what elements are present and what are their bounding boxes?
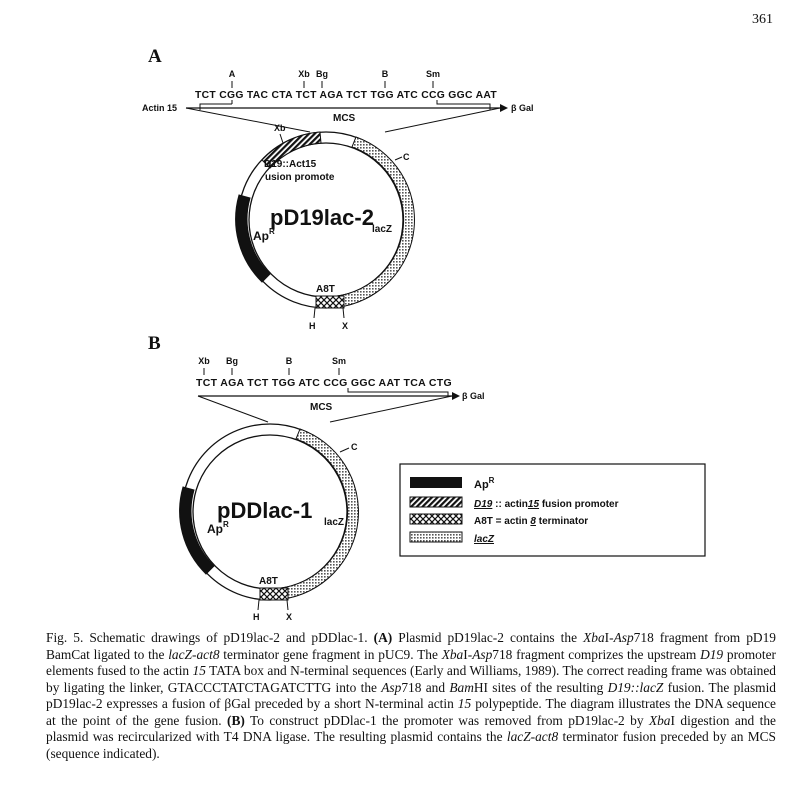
legend-swatch-apr [410, 477, 462, 488]
promoter-label-line1: D19::Act15 [264, 159, 317, 170]
plasmid-subscript-b: lacZ [324, 517, 344, 528]
legend-swatch-a8t [409, 513, 463, 525]
plasmid-subscript-a: lacZ [372, 224, 392, 235]
bgal-label-a: β Gal [511, 103, 534, 113]
plasmid-name-b: pDDlac-1 [217, 498, 312, 523]
site-label-b: B [382, 69, 389, 79]
plasmid-name-a: pD19lac-2 [270, 205, 374, 230]
arrowhead-b [452, 392, 460, 400]
mcs-label-a: MCS [333, 113, 356, 124]
site-label-bg-b: Bg [226, 356, 238, 366]
xb-tick-a [279, 133, 284, 144]
x-label-a: X [342, 321, 348, 331]
figure-caption: Fig. 5. Schematic drawings of pD19lac-2 … [46, 630, 777, 761]
mcs-right-line-a [384, 107, 501, 133]
site-label-b-b: B [286, 356, 293, 366]
site-ticks-b [203, 368, 340, 375]
arrowhead-a [500, 104, 508, 112]
x-label-b: X [286, 612, 292, 622]
h-label-b: H [253, 612, 260, 622]
promoter-segment-a [261, 131, 322, 169]
site-label-sm-b: Sm [332, 356, 346, 366]
mcs-label-b: MCS [310, 402, 333, 413]
sequence-a: TCT CGG TAC CTA TCT AGA TCT TGG ATC CCG … [195, 90, 497, 101]
site-label-bg: Bg [316, 69, 328, 79]
c-tick-b [339, 447, 350, 453]
panel-b-label: B [148, 333, 161, 354]
h-tick-b [257, 599, 260, 611]
site-label-xb: Xb [298, 69, 310, 79]
site-label-a: A [229, 69, 236, 79]
panel-a: A A Xb Bg B Sm TCT CGG TAC CTA TCT AGA T… [142, 46, 534, 331]
mcs-left-line-b [197, 395, 269, 423]
actin15-label: Actin 15 [142, 103, 177, 113]
legend-promoter-label: D19 :: actin15 fusion promoter [474, 499, 619, 510]
legend-lacz-label: lacZ [474, 534, 495, 545]
site-label-xb-b: Xb [198, 356, 210, 366]
h-tick-a [313, 307, 316, 319]
apr-label-a: ApR [253, 227, 275, 243]
bracket-right-a [436, 100, 491, 110]
site-ticks-a [231, 81, 434, 88]
panel-a-label: A [148, 46, 162, 67]
legend-a8t-label: A8T = actin 8 terminator [474, 516, 588, 527]
x-tick-b [286, 599, 289, 611]
bracket-right-b [347, 388, 449, 396]
site-label-sm: Sm [426, 69, 440, 79]
a8t-segment-a [315, 295, 345, 309]
bgal-label-b: β Gal [462, 391, 485, 401]
c-label-a: C [403, 152, 410, 162]
apr-segment-a [235, 194, 271, 283]
legend-swatch-promoter [409, 496, 463, 508]
promoter-label-line2: usion promote [265, 172, 335, 183]
page-number: 361 [752, 12, 773, 27]
apr-segment-b [179, 486, 215, 575]
apr-label-b: ApR [207, 520, 229, 536]
mcs-left-line-a [185, 107, 311, 133]
sequence-b: TCT AGA TCT TGG ATC CCG GGC AAT TCA CTG [196, 378, 452, 389]
x-tick-a [342, 307, 345, 319]
a8t-segment-b [259, 587, 289, 601]
panel-b: B Xb Bg B Sm TCT AGA TCT TGG ATC CCG GGC… [148, 333, 485, 622]
a8t-label-a: A8T [316, 284, 335, 295]
legend-swatch-lacz [409, 531, 463, 543]
mcs-right-line-b [329, 395, 453, 423]
h-label-a: H [309, 321, 316, 331]
c-label-b: C [351, 442, 358, 452]
c-tick-a [394, 156, 403, 161]
legend-apr-label: ApR [474, 476, 495, 491]
a8t-label-b: A8T [259, 576, 278, 587]
figure: A A Xb Bg B Sm TCT CGG TAC CTA TCT AGA T… [142, 46, 706, 622]
legend: ApR D19 :: actin15 fusion promoter A8T =… [399, 463, 706, 557]
xb-label-a: Xb [274, 123, 286, 133]
